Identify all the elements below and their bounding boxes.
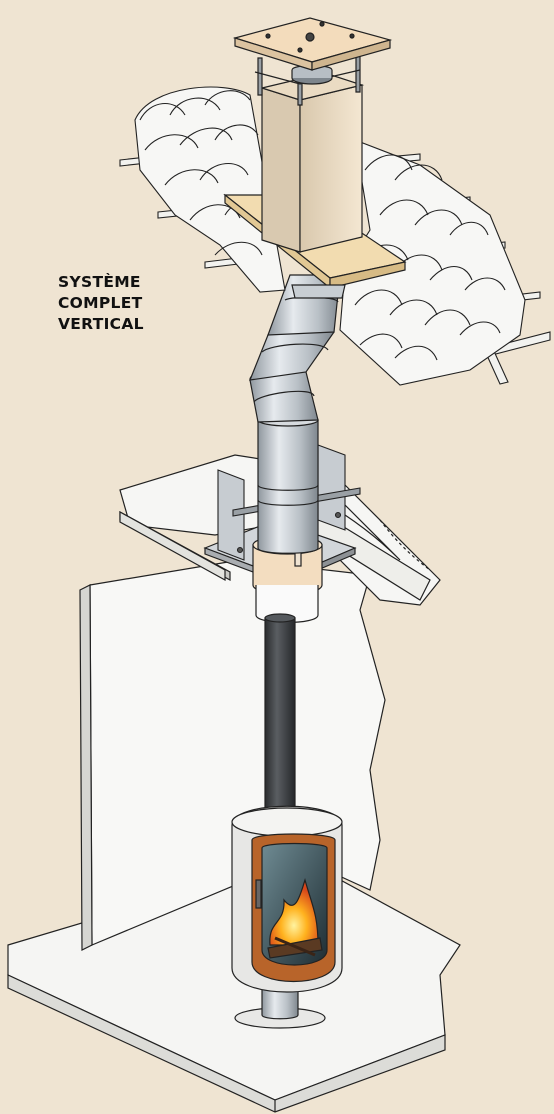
chimney-stack (259, 72, 365, 253)
title-line-1: SYSTÈME (58, 273, 141, 291)
roof-tiles-icon (119, 86, 551, 386)
title-line-2: COMPLET (58, 294, 143, 312)
wood-stove-icon (231, 805, 343, 1029)
title-line-3: VERTICAL (58, 315, 144, 333)
chimney-cap-icon (232, 17, 393, 106)
diagram-title: SYSTÈME COMPLET VERTICAL (58, 272, 144, 335)
